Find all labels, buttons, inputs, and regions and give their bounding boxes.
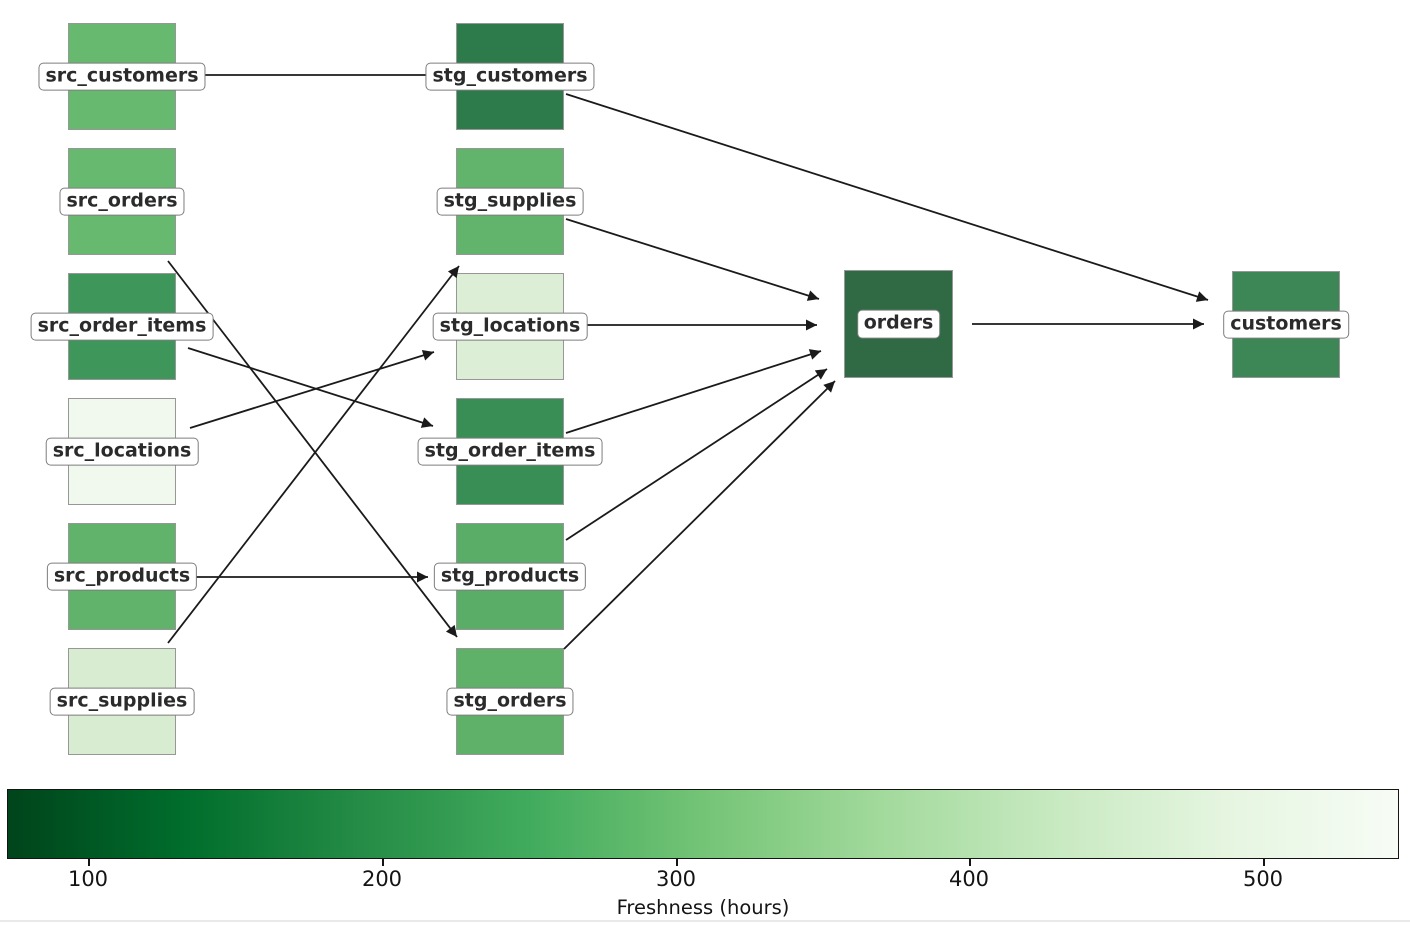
node-label-stg_orders: stg_orders <box>446 687 574 716</box>
edge-src_locations-to-stg_locations <box>189 350 435 429</box>
node-label-stg_customers: stg_customers <box>425 62 595 91</box>
figure-bottom-divider <box>0 920 1410 922</box>
edge-stg_orders-to-orders <box>563 380 836 650</box>
node-label-src_order_items: src_order_items <box>30 312 214 341</box>
node-label-stg_products: stg_products <box>433 562 587 591</box>
colorbar-tick-mark-400 <box>969 858 971 866</box>
edge-src_supplies-to-stg_supplies <box>167 265 460 644</box>
colorbar-tick-label-200: 200 <box>361 867 403 891</box>
edge-src_order_items-to-stg_order_items <box>187 347 434 428</box>
node-label-src_customers: src_customers <box>38 62 206 91</box>
colorbar-tick-label-100: 100 <box>67 867 109 891</box>
colorbar-tick-mark-300 <box>676 858 678 866</box>
node-label-src_supplies: src_supplies <box>49 687 195 716</box>
colorbar-tick-mark-100 <box>88 858 90 866</box>
edge-stg_order_items-to-orders <box>565 349 822 434</box>
edge-src_orders-to-stg_orders <box>167 260 458 638</box>
edge-stg_supplies-to-orders <box>565 218 820 301</box>
node-label-customers: customers <box>1223 310 1349 339</box>
node-label-src_products: src_products <box>46 562 198 591</box>
colorbar-tick-label-300: 300 <box>655 867 697 891</box>
node-label-stg_supplies: stg_supplies <box>436 187 584 216</box>
colorbar-axis-label: Freshness (hours) <box>616 896 790 919</box>
colorbar-tick-mark-200 <box>382 858 384 866</box>
colorbar-gradient <box>7 789 1399 859</box>
node-label-orders: orders <box>856 309 941 339</box>
edge-stg_products-to-orders <box>565 368 828 541</box>
colorbar-tick-label-500: 500 <box>1242 867 1284 891</box>
node-label-src_locations: src_locations <box>45 437 199 466</box>
node-label-src_orders: src_orders <box>59 187 185 216</box>
edge-stg_customers-to-customers <box>565 93 1209 302</box>
node-label-stg_locations: stg_locations <box>432 312 588 341</box>
colorbar-tick-label-400: 400 <box>948 867 990 891</box>
colorbar-tick-mark-500 <box>1263 858 1265 866</box>
node-label-stg_order_items: stg_order_items <box>417 437 603 466</box>
